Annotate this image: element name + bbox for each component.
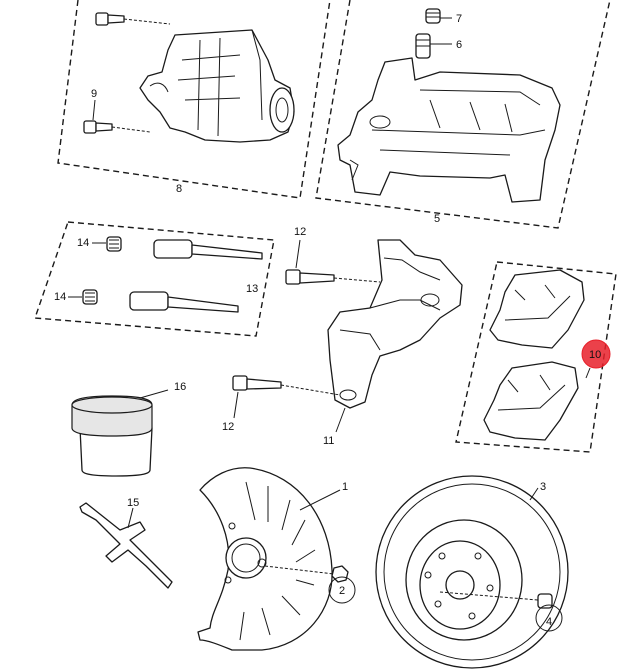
- spring-clip-15: [79, 502, 173, 589]
- guide-sleeve-lower: [129, 291, 239, 313]
- boot-14-upper: [106, 236, 122, 252]
- callout-10-highlight: [581, 339, 611, 379]
- callout-4: 4: [546, 616, 552, 628]
- callout-10: 10: [589, 349, 601, 361]
- callout-14-upper: 14: [77, 237, 89, 249]
- caliper-carrier-11: [327, 239, 463, 409]
- callout-5: 5: [434, 213, 440, 225]
- brake-pad-upper: [489, 269, 585, 349]
- bolt-2: [264, 565, 356, 604]
- brake-disc-3: [375, 475, 569, 669]
- callout-9: 9: [91, 88, 97, 100]
- guide-pin-6: [415, 33, 452, 59]
- brake-pad-lower: [483, 361, 579, 441]
- bolt-9-lower: [83, 99, 151, 134]
- caliper-housing: [337, 57, 561, 203]
- callout-11: 11: [323, 435, 334, 447]
- callout-12-lower: 12: [222, 421, 234, 433]
- callout-12-upper: 12: [294, 226, 306, 238]
- group-8-box: [57, 0, 331, 199]
- bolt-12-upper: [285, 239, 381, 285]
- callout-8: 8: [176, 183, 182, 195]
- callout-6: 6: [456, 39, 462, 51]
- callout-7: 7: [456, 13, 462, 25]
- callout-16: 16: [174, 381, 186, 393]
- bolt-12-lower: [232, 375, 341, 419]
- group-13-box: [34, 221, 275, 337]
- callout-15: 15: [127, 497, 139, 509]
- guide-sleeve-upper: [153, 239, 263, 260]
- callout-13: 13: [246, 283, 258, 295]
- group-5-box: [315, 0, 611, 229]
- callout-2: 2: [339, 585, 345, 597]
- splash-shield-1: [197, 467, 341, 651]
- callout-14-lower: 14: [54, 291, 66, 303]
- boot-14-lower: [82, 289, 98, 305]
- callout-3: 3: [540, 481, 546, 493]
- group-10-box: [455, 261, 617, 453]
- bleed-cap-7: [425, 8, 452, 24]
- bolt-9-top: [95, 12, 171, 26]
- screw-4: [439, 591, 563, 632]
- callout-1: 1: [342, 481, 348, 493]
- brake-motor-actuator: [139, 29, 295, 143]
- grease-container-16: [71, 389, 169, 477]
